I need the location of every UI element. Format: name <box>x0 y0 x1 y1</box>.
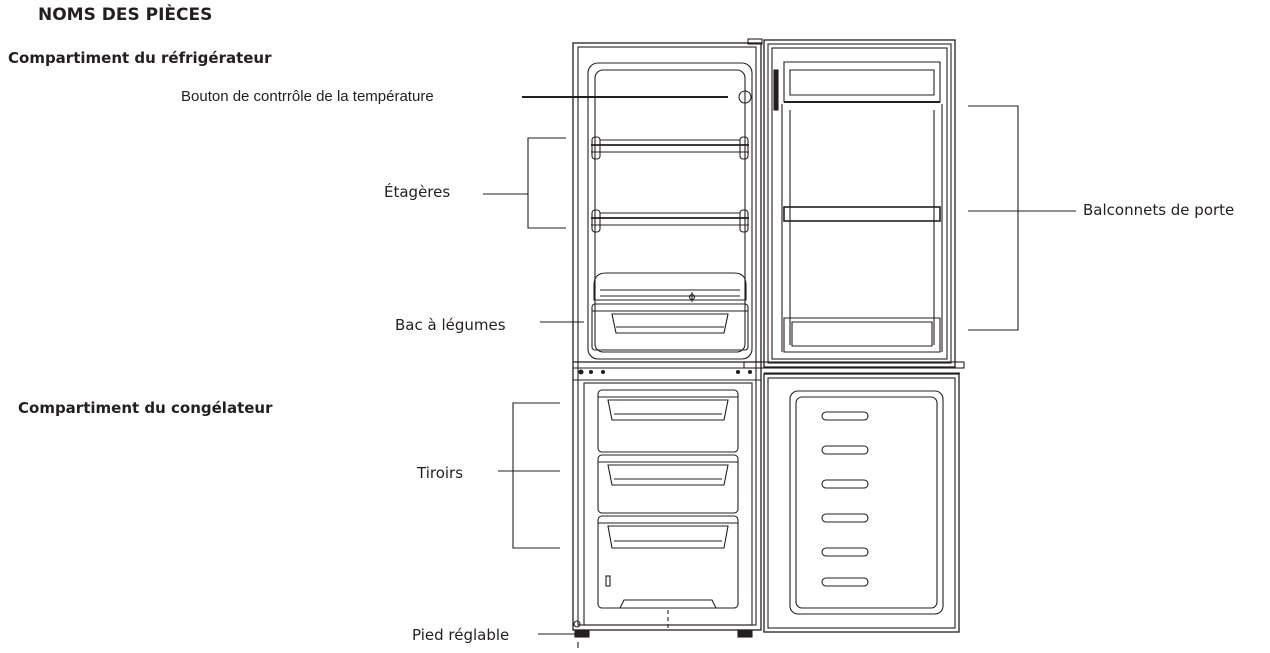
fridge-interior <box>587 62 753 360</box>
shelf-2 <box>591 209 749 233</box>
fridge-compartment-heading: Compartiment du réfrigérateur <box>8 49 272 67</box>
fridge-door <box>743 39 965 374</box>
door-balcony-bottom <box>783 317 941 353</box>
freezer-drawer-1 <box>597 389 739 453</box>
shelves-label: Étagères <box>384 183 451 201</box>
crisper-label: Bac à légumes <box>395 316 506 334</box>
freezer-door <box>763 373 960 633</box>
door-balcony-middle <box>783 206 941 222</box>
drawers-label: Tiroirs <box>417 464 464 482</box>
page-title: NOMS DES PIÈCES <box>38 5 213 25</box>
freezer-interior <box>583 382 753 630</box>
freezer-drawer-2 <box>597 454 739 514</box>
leader-lines <box>483 96 1076 635</box>
crisper-cover <box>593 272 747 302</box>
temperature-knob-icon <box>738 90 752 104</box>
adjustable-feet <box>573 620 753 648</box>
crisper-drawer <box>591 303 749 351</box>
shelf-1 <box>591 136 749 160</box>
freezer-compartment-heading: Compartiment du congélateur <box>18 399 273 417</box>
freezer-drawer-3 <box>597 515 739 609</box>
adjustable-foot-label: Pied réglable <box>412 626 510 644</box>
door-balcony-top <box>783 61 941 103</box>
temperature-knob-label: Bouton de contrrôle de la température <box>181 88 434 105</box>
door-balconies-label: Balconnets de porte <box>1083 201 1235 219</box>
freezer-door-ribs <box>821 411 869 587</box>
